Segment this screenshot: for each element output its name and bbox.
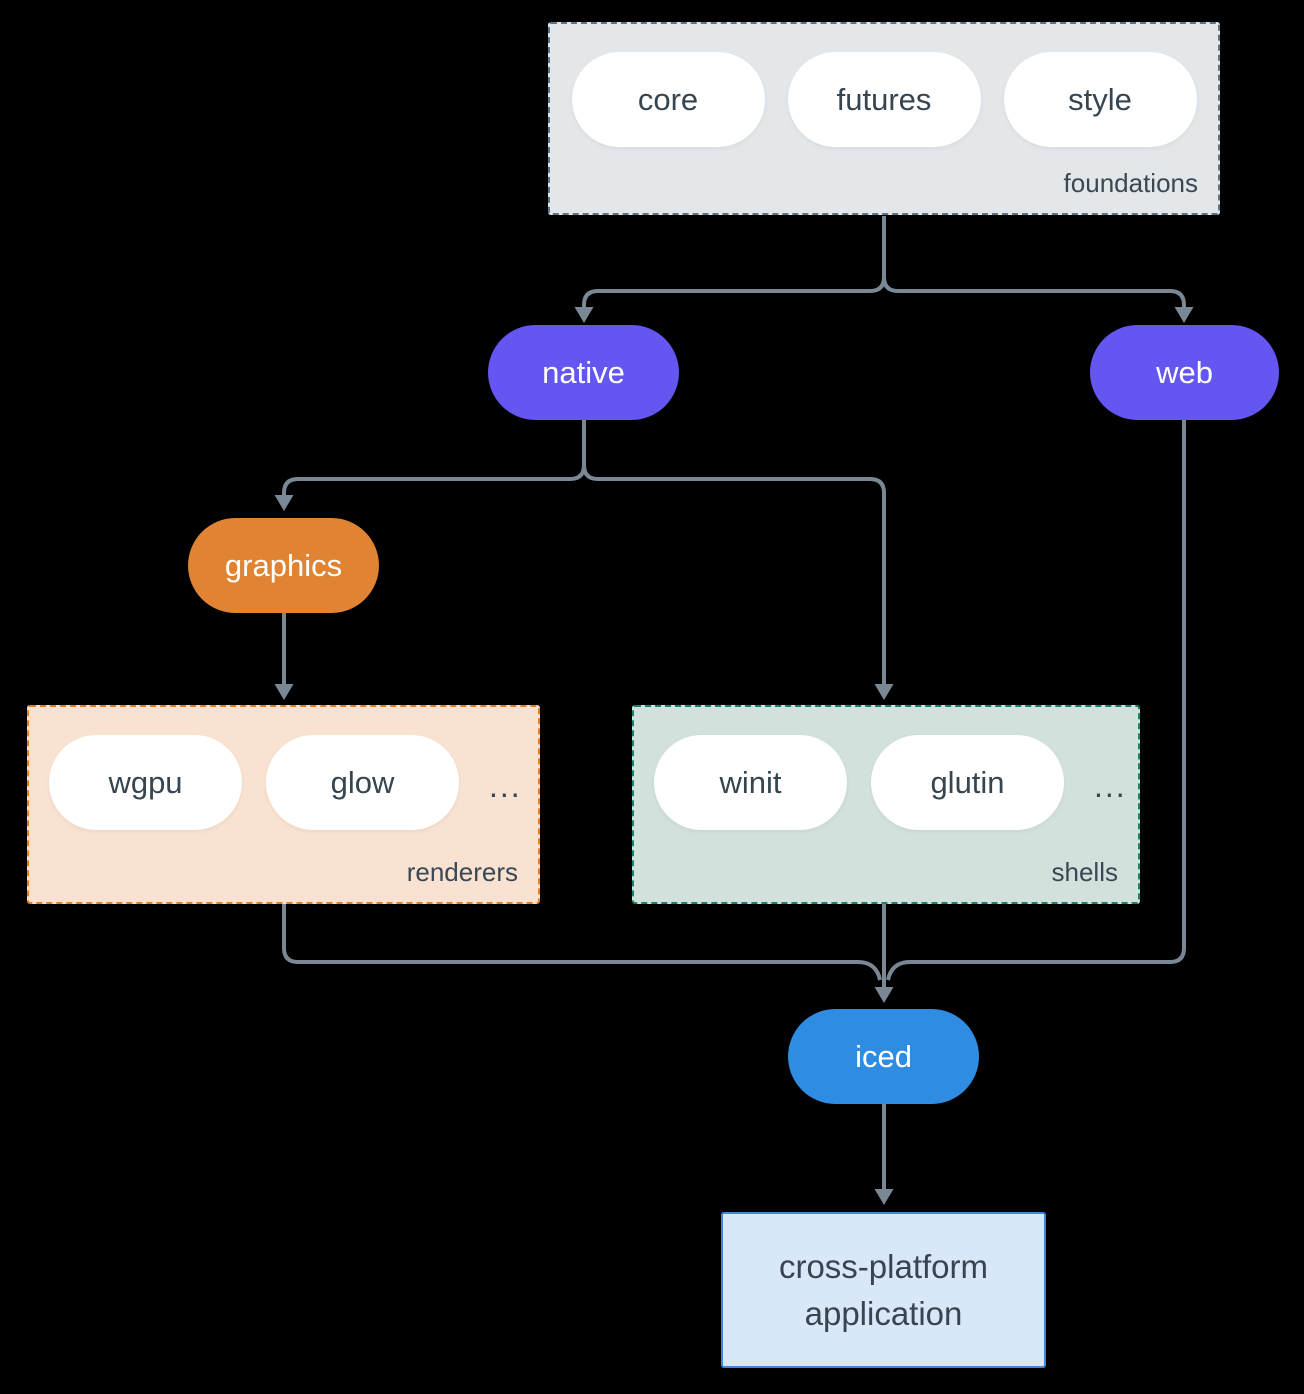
- edge-renderers-iced: [282, 904, 882, 981]
- renderers-group: wgpu glow ... renderers: [27, 705, 540, 904]
- node-web: web: [1090, 325, 1279, 420]
- arrowhead-web: [1174, 307, 1194, 323]
- edge-foundations-native: [582, 216, 886, 309]
- node-core: core: [571, 52, 765, 147]
- node-wgpu: wgpu: [49, 735, 242, 830]
- renderers-label: renderers: [406, 857, 518, 887]
- node-native: native: [488, 325, 679, 420]
- arrowhead-graphics: [274, 495, 294, 511]
- foundations-group: core futures style foundations: [548, 22, 1220, 215]
- shells-label: shells: [1051, 857, 1118, 887]
- foundations-label: foundations: [1063, 168, 1198, 198]
- app-label-line1: cross-platform: [778, 1248, 989, 1285]
- shells-group: winit glutin ... shells: [632, 705, 1140, 904]
- node-glow: glow: [266, 735, 459, 830]
- arrowhead-app: [874, 1189, 894, 1205]
- node-glutin: glutin: [871, 735, 1064, 830]
- app-label-line2: application: [804, 1295, 963, 1332]
- edge-native-shells: [582, 464, 886, 686]
- renderers-pill-row: wgpu glow ...: [29, 707, 538, 830]
- node-graphics: graphics: [188, 518, 379, 613]
- foundations-pill-row: core futures style: [550, 24, 1218, 147]
- node-iced: iced: [788, 1009, 979, 1104]
- shells-pill-row: winit glutin ...: [634, 707, 1138, 830]
- shells-ellipsis: ...: [1094, 768, 1127, 804]
- node-futures: futures: [787, 52, 981, 147]
- node-style: style: [1003, 52, 1197, 147]
- edge-foundations-web: [882, 276, 1186, 309]
- edge-native-graphics: [282, 420, 586, 497]
- arrowhead-native: [574, 307, 594, 323]
- node-winit: winit: [654, 735, 847, 830]
- arrowhead-renderers: [274, 684, 294, 700]
- renderers-ellipsis: ...: [489, 768, 522, 804]
- arrowhead-iced: [874, 987, 894, 1003]
- arrowhead-shells: [874, 684, 894, 700]
- node-cross-platform-application: cross-platform application: [721, 1212, 1046, 1368]
